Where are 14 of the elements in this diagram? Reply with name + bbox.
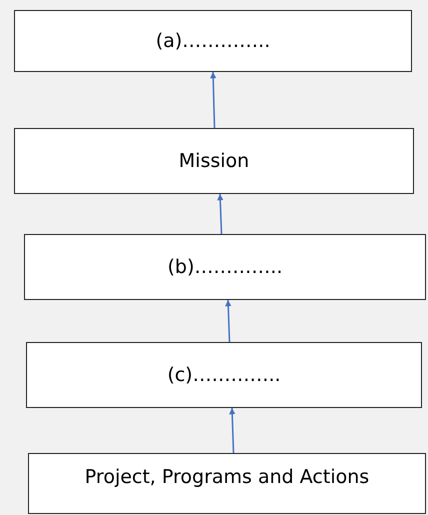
box-label: (a)………….. xyxy=(156,30,270,52)
arrow xyxy=(225,300,232,342)
box-label: Mission xyxy=(178,150,250,172)
text-box xyxy=(14,10,412,72)
text-box xyxy=(26,342,422,408)
text-box xyxy=(14,128,414,194)
box-label: Project, Programs and Actions xyxy=(84,466,370,488)
box-label: (b)………….. xyxy=(168,256,282,278)
arrow xyxy=(229,408,236,454)
text-box xyxy=(24,234,426,300)
arrow xyxy=(210,72,216,128)
text-box xyxy=(28,453,426,514)
arrow xyxy=(217,194,224,234)
box-label: (c)………….. xyxy=(167,364,281,386)
